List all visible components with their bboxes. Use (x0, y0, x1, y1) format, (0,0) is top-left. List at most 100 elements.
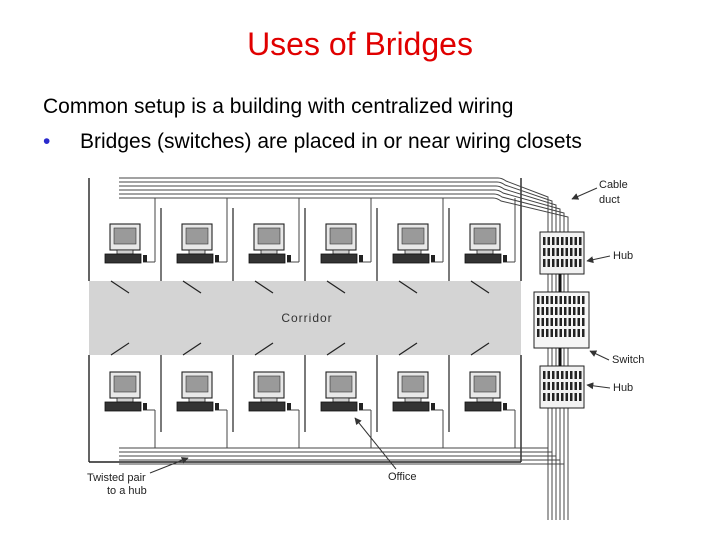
mouse (503, 403, 507, 410)
port (574, 382, 577, 390)
computer-icon (320, 223, 363, 264)
port (574, 371, 577, 379)
mouse (359, 403, 363, 410)
hub-bottom (539, 365, 585, 409)
port (561, 259, 564, 267)
bullet-text: Bridges (switches) are placed in or near… (80, 130, 582, 153)
screen (185, 375, 209, 393)
port (556, 259, 559, 267)
door-bottom (470, 342, 490, 356)
screen (329, 227, 353, 245)
hub-bottom-arrow (586, 382, 611, 390)
keyboard (248, 401, 286, 412)
port (552, 382, 555, 390)
twisted-pair-arrow (149, 457, 189, 474)
port (541, 296, 544, 304)
port (570, 371, 573, 379)
port (568, 329, 571, 337)
slide-title: Uses of Bridges (247, 26, 473, 62)
port (582, 307, 585, 315)
monitor-stand (404, 249, 422, 255)
port (547, 248, 550, 256)
monitor-stand (116, 249, 134, 255)
port (574, 237, 577, 245)
port (565, 382, 568, 390)
computer-icon (248, 223, 291, 264)
port (546, 318, 549, 326)
port (543, 248, 546, 256)
cable-drops (143, 198, 516, 448)
bottom-cable-runs (119, 447, 564, 465)
port (555, 318, 558, 326)
monitor-stand (188, 397, 206, 403)
computers (104, 223, 507, 412)
screen (401, 375, 425, 393)
port (564, 307, 567, 315)
port (552, 371, 555, 379)
switch (533, 291, 590, 349)
port (564, 318, 567, 326)
screen (257, 227, 281, 245)
port (573, 296, 576, 304)
port (579, 237, 582, 245)
port (565, 393, 568, 401)
hub-top-arrow (586, 255, 611, 264)
screen (401, 227, 425, 245)
port (543, 393, 546, 401)
port (556, 237, 559, 245)
port (564, 296, 567, 304)
door-top (182, 280, 202, 294)
port (570, 259, 573, 267)
port (546, 307, 549, 315)
port (579, 259, 582, 267)
mouse (287, 403, 291, 410)
port (570, 237, 573, 245)
port (568, 307, 571, 315)
door-top (398, 280, 418, 294)
keyboard (320, 253, 358, 264)
mouse (143, 403, 147, 410)
port (559, 307, 562, 315)
office-arrow (354, 417, 397, 470)
screen (473, 227, 497, 245)
mouse (287, 255, 291, 262)
port (547, 371, 550, 379)
hub-top-label: Hub (613, 250, 633, 262)
switch-label: Switch (612, 354, 644, 366)
door-bottom (254, 342, 274, 356)
monitor-stand (476, 249, 494, 255)
keyboard (176, 401, 214, 412)
monitor-stand (476, 397, 494, 403)
computer-icon (320, 371, 363, 412)
monitor-stand (332, 397, 350, 403)
port (550, 329, 553, 337)
door-top (110, 280, 130, 294)
port (568, 318, 571, 326)
port (552, 248, 555, 256)
computer-icon (104, 371, 147, 412)
screen (113, 227, 137, 245)
port (555, 307, 558, 315)
port (550, 318, 553, 326)
port (556, 393, 559, 401)
port (579, 382, 582, 390)
monitor-stand (116, 397, 134, 403)
hub-top (539, 231, 585, 275)
port (577, 329, 580, 337)
port (579, 248, 582, 256)
port (543, 371, 546, 379)
port (570, 382, 573, 390)
cable-duct-bundle (119, 177, 569, 520)
port (556, 371, 559, 379)
port (564, 329, 567, 337)
port (579, 371, 582, 379)
switch-arrow (589, 350, 610, 361)
keyboard (392, 253, 430, 264)
port (552, 393, 555, 401)
mouse (215, 255, 219, 262)
port (565, 371, 568, 379)
door-bottom (398, 342, 418, 356)
